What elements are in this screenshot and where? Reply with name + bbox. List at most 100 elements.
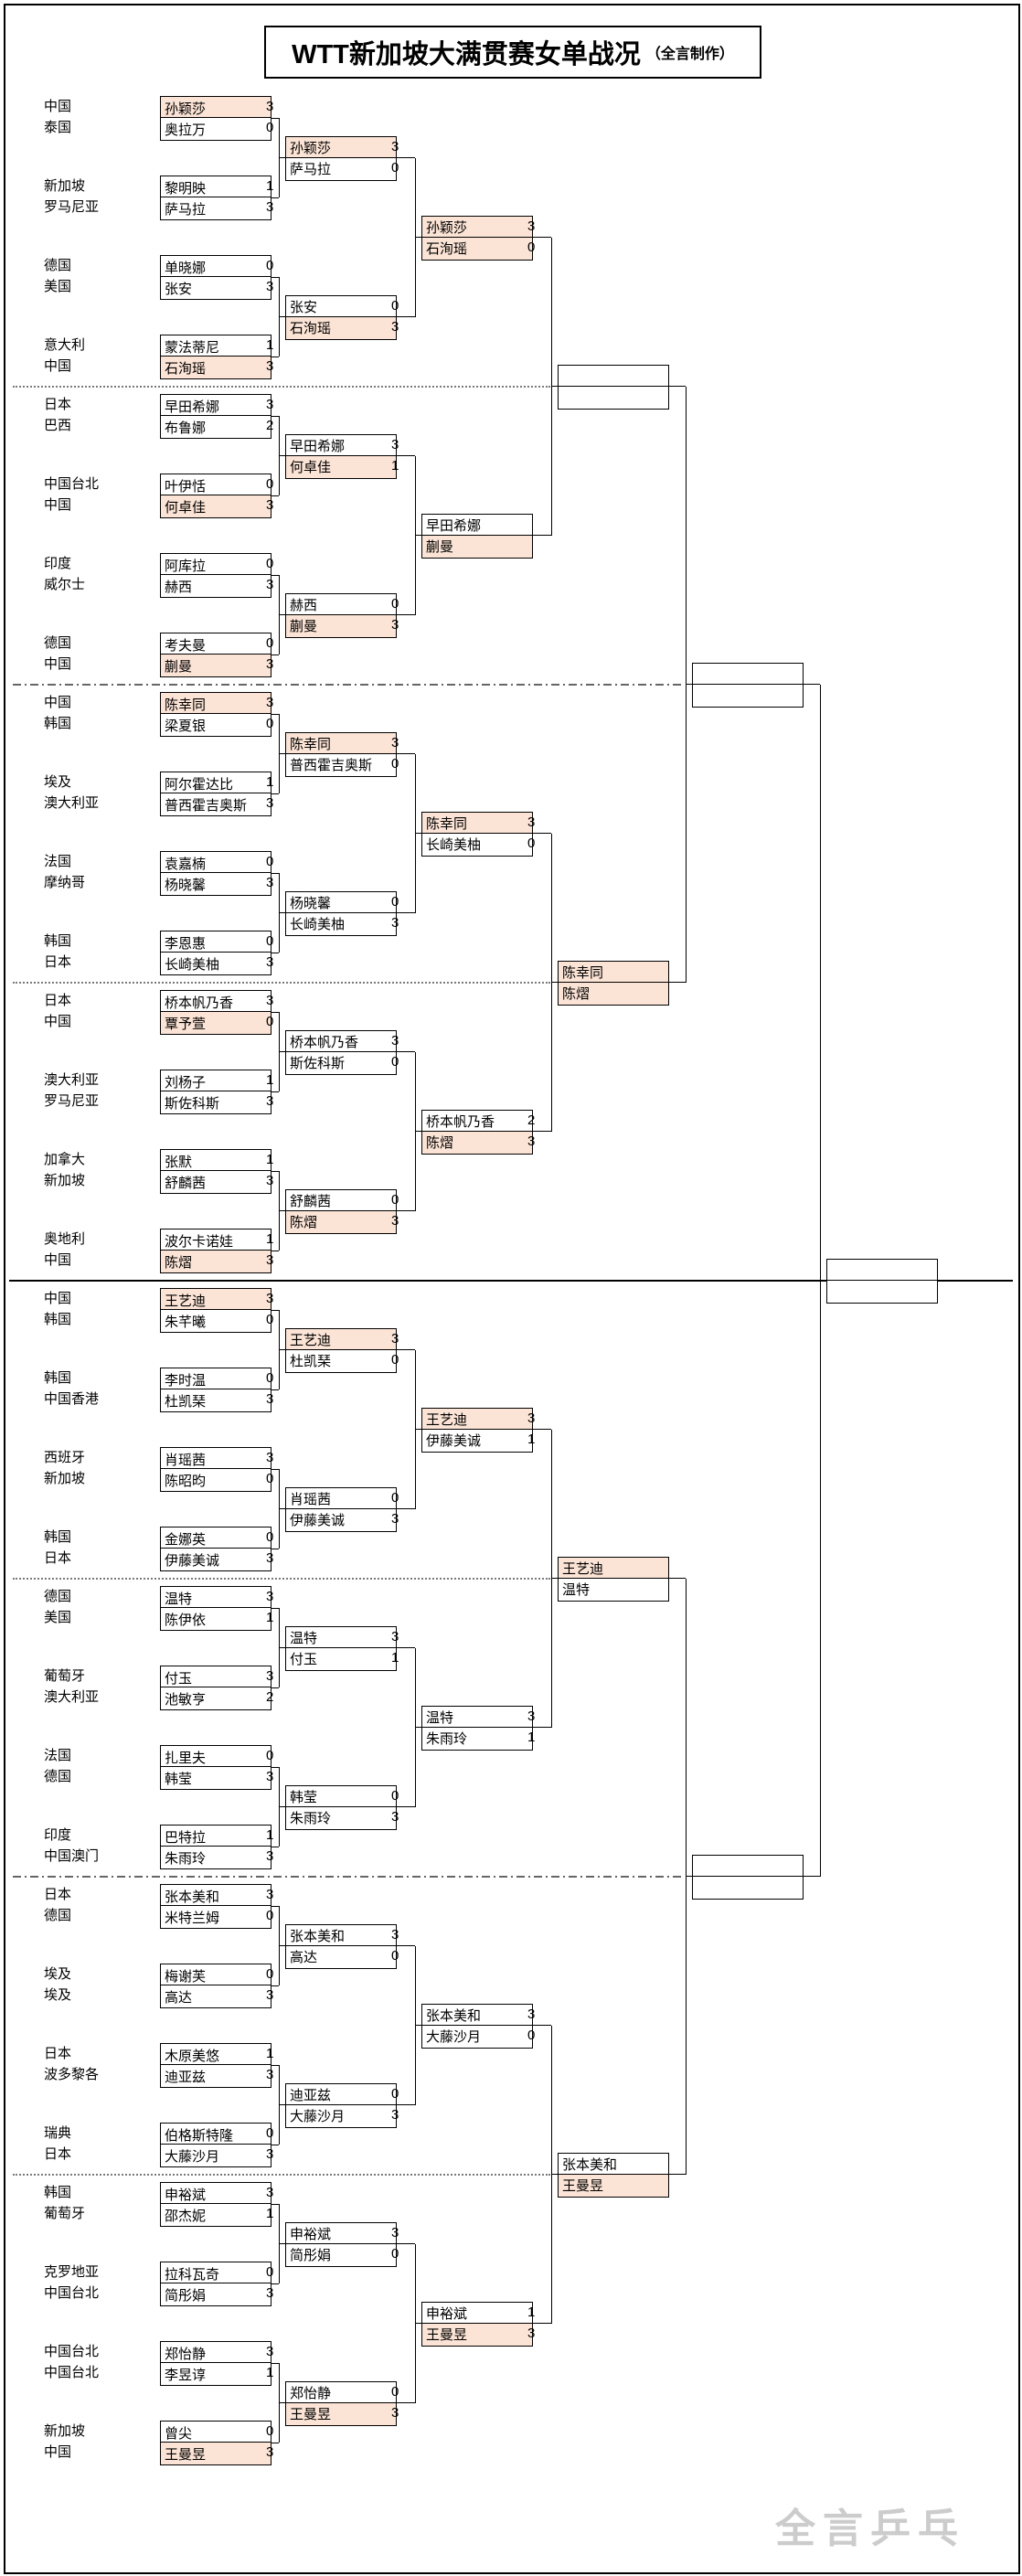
match-slot: 申裕斌 <box>421 2301 533 2326</box>
country-label: 德国 <box>44 635 72 651</box>
score-label: 0 <box>266 933 274 949</box>
player-name: 梁夏银 <box>165 718 207 734</box>
match-slot: 叶伊恬 <box>160 474 271 497</box>
connector-line <box>551 1578 558 1579</box>
connector-line <box>660 982 686 983</box>
country-label: 韩国 <box>44 2185 72 2200</box>
country-label: 中国 <box>44 497 72 513</box>
player-name: 张本美和 <box>562 2157 618 2173</box>
match-slot: 付玉 <box>160 1666 271 1689</box>
country-label: 新加坡 <box>44 2423 86 2439</box>
player-name: 付玉 <box>165 1670 193 1687</box>
score-label: 3 <box>527 1708 536 1724</box>
player-name: 波尔卡诺娃 <box>165 1233 234 1250</box>
match-slot: 大藤沙月 <box>421 2024 533 2049</box>
page-border <box>4 4 1020 2574</box>
player-name: 朱雨玲 <box>426 1731 468 1747</box>
connector-line <box>279 1508 285 1509</box>
score-label: 3 <box>266 2185 274 2200</box>
player-name: 大藤沙月 <box>426 2029 482 2045</box>
match-slot: 韩莹 <box>285 1784 397 1809</box>
match-slot: 奥拉万 <box>160 117 271 141</box>
match-slot: 杨晓馨 <box>285 890 397 915</box>
player-name: 覃予萱 <box>165 1016 207 1032</box>
connector-line <box>524 2025 551 2026</box>
connector-line <box>415 237 421 238</box>
country-label: 美国 <box>44 1610 72 1625</box>
match-slot: 拉科瓦奇 <box>160 2262 271 2285</box>
score-label: 0 <box>266 2125 274 2141</box>
player-name: 陈幸同 <box>426 816 468 832</box>
country-label: 中国 <box>44 2444 72 2460</box>
country-label: 澳大利亚 <box>44 1689 100 1705</box>
country-label: 日本 <box>44 2046 72 2061</box>
country-label: 罗马尼亚 <box>44 199 100 215</box>
match-slot: 蒯曼 <box>285 613 397 638</box>
player-name: 陈幸同 <box>165 697 207 713</box>
score-label: 1 <box>266 2206 274 2221</box>
connector-line <box>415 1131 421 1132</box>
score-label: 0 <box>391 755 399 772</box>
connector-line <box>279 2243 285 2244</box>
match-slot: 孙颖莎 <box>421 215 533 240</box>
country-label: 韩国 <box>44 1529 72 1545</box>
connector-line <box>279 2104 285 2105</box>
score-label: 1 <box>266 337 274 353</box>
match-slot: 邵杰妮 <box>160 2203 271 2227</box>
country-label: 印度 <box>44 556 72 571</box>
player-name: 陈幸同 <box>562 965 604 981</box>
player-name: 普西霍吉奥斯 <box>290 758 373 773</box>
player-name: 陈昭昀 <box>165 1473 207 1489</box>
match-slot: 高达 <box>285 1944 397 1969</box>
connector-line <box>279 2402 285 2403</box>
player-name: 伊藤美诚 <box>290 1513 346 1528</box>
player-name: 赫西 <box>165 579 193 595</box>
score-label: 3 <box>266 358 274 374</box>
country-label: 新加坡 <box>44 1173 86 1188</box>
separator-line <box>13 385 550 388</box>
player-name: 黎明映 <box>165 180 207 197</box>
score-label: 0 <box>266 1471 274 1486</box>
score-label: 3 <box>266 1848 274 1864</box>
player-name: 舒麟茜 <box>165 1175 207 1191</box>
connector-line <box>388 2402 415 2403</box>
match-slot: 王曼昱 <box>160 2442 271 2465</box>
player-name: 桥本帆乃香 <box>426 1114 495 1130</box>
score-label: 3 <box>266 656 274 672</box>
player-name: 简彤娟 <box>290 2248 332 2263</box>
player-name: 朱雨玲 <box>165 1850 207 1867</box>
player-name: 桥本帆乃香 <box>290 1035 359 1050</box>
player-name: 张安 <box>290 300 318 315</box>
match-slot: 郑怡静 <box>160 2341 271 2365</box>
player-name: 蒯曼 <box>290 619 318 634</box>
connector-line <box>388 614 415 615</box>
connector-line <box>388 1945 415 1946</box>
player-name: 舒麟茜 <box>290 1194 332 1209</box>
country-label: 中国澳门 <box>44 1848 100 1864</box>
score-label: 0 <box>266 258 274 273</box>
match-slot: 张本美和 <box>558 2152 669 2177</box>
match-slot: 伊藤美诚 <box>160 1548 271 1571</box>
score-label: 0 <box>391 297 399 314</box>
match-slot: 黎明映 <box>160 176 271 199</box>
player-name: 蒯曼 <box>426 539 454 555</box>
match-slot: 陈熠 <box>285 1209 397 1234</box>
score-label: 0 <box>391 2383 399 2400</box>
country-label: 新加坡 <box>44 1471 86 1486</box>
player-name: 陈熠 <box>562 986 591 1002</box>
score-label: 0 <box>391 595 399 612</box>
player-name: 何卓佳 <box>290 460 332 475</box>
match-slot: 申裕斌 <box>285 2221 397 2246</box>
separator-line <box>13 1577 550 1580</box>
player-name: 王曼昱 <box>290 2407 332 2422</box>
player-name: 萨马拉 <box>290 162 332 177</box>
score-label: 3 <box>527 2006 536 2022</box>
score-label: 0 <box>527 239 536 255</box>
player-name: 长崎美柚 <box>426 837 482 853</box>
connector-line <box>820 1280 826 1281</box>
player-name: 杜凯琹 <box>290 1354 332 1369</box>
match-slot: 石洵瑶 <box>160 356 271 379</box>
country-label: 中国 <box>44 358 72 374</box>
match-slot: 石洵瑶 <box>285 315 397 340</box>
score-label: 0 <box>266 854 274 869</box>
